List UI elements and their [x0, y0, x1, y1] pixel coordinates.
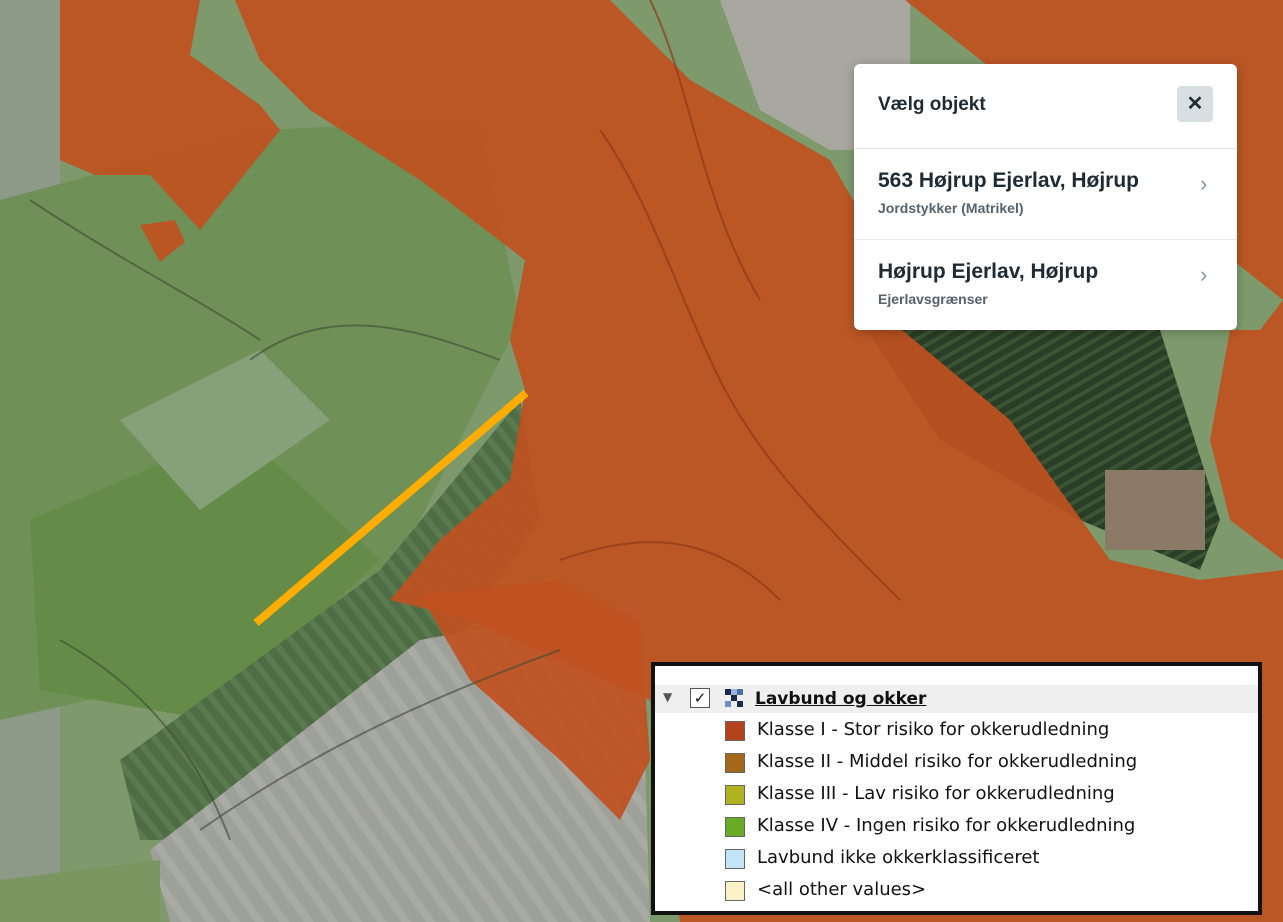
- chevron-right-icon: ›: [1200, 171, 1208, 196]
- field-striped: [120, 400, 540, 840]
- legend-label: Lavbund ikke okkerklassificeret: [757, 847, 1040, 868]
- result-item-matrikel[interactable]: 563 Højrup Ejerlav, Højrup Jordstykker (…: [854, 149, 1237, 240]
- popup-title: Vælg objekt: [878, 94, 986, 115]
- overlay-small[interactable]: [140, 220, 185, 262]
- popup-header: Vælg objekt ✕: [854, 64, 1237, 149]
- clearing: [1105, 470, 1205, 550]
- hedgerow-2: [249, 324, 501, 361]
- track-3: [559, 541, 781, 601]
- track-1: [599, 129, 901, 601]
- layer-legend: ▼ ✓ Lavbund og okker Klasse I - Stor ris…: [651, 662, 1262, 915]
- field-green-2: [30, 430, 380, 720]
- layer-visibility-checkbox[interactable]: ✓: [690, 688, 710, 708]
- layer-name[interactable]: Lavbund og okker: [755, 689, 927, 709]
- legend-label: Klasse III - Lav risiko for okkerudledni…: [757, 783, 1115, 804]
- raster-layer-icon: [725, 689, 743, 707]
- legend-label: Klasse I - Stor risiko for okkerudlednin…: [757, 719, 1110, 740]
- hedgerow-3: [59, 639, 231, 841]
- legend-swatch: [725, 881, 745, 901]
- result-title: 563 Højrup Ejerlav, Højrup: [878, 169, 1140, 192]
- field-sw: [0, 860, 160, 922]
- legend-layer-header: ▼ ✓ Lavbund og okker: [655, 685, 1258, 713]
- close-button[interactable]: ✕: [1177, 86, 1213, 122]
- overlay-nw[interactable]: [60, 0, 280, 230]
- legend-label: Klasse IV - Ingen risiko for okkerudledn…: [757, 815, 1136, 836]
- chevron-right-icon: ›: [1200, 262, 1208, 287]
- hedgerow-1: [29, 199, 261, 341]
- hedgerow-4: [199, 649, 561, 831]
- collapse-arrow-icon[interactable]: ▼: [663, 690, 673, 704]
- selected-boundary-line[interactable]: [253, 389, 529, 627]
- track-2: [649, 0, 761, 301]
- result-subtitle: Ejerlavsgrænser: [878, 291, 988, 307]
- legend-swatch: [725, 785, 745, 805]
- result-item-ejerlav[interactable]: Højrup Ejerlav, Højrup Ejerlavsgrænser ›: [854, 240, 1237, 330]
- legend-label: <all other values>: [757, 879, 927, 900]
- legend-swatch: [725, 721, 745, 741]
- field-boundaries: [559, 0, 901, 601]
- result-title: Højrup Ejerlav, Højrup: [878, 260, 1099, 283]
- legend-label: Klasse II - Middel risiko for okkerudled…: [757, 751, 1138, 772]
- overlay-south[interactable]: [420, 580, 650, 820]
- hedgerows: [29, 199, 561, 841]
- field-light: [120, 350, 330, 510]
- legend-swatch: [725, 753, 745, 773]
- result-subtitle: Jordstykker (Matrikel): [878, 200, 1024, 216]
- legend-swatch: [725, 817, 745, 837]
- select-object-popup: Vælg objekt ✕ 563 Højrup Ejerlav, Højrup…: [854, 64, 1237, 330]
- legend-swatch: [725, 849, 745, 869]
